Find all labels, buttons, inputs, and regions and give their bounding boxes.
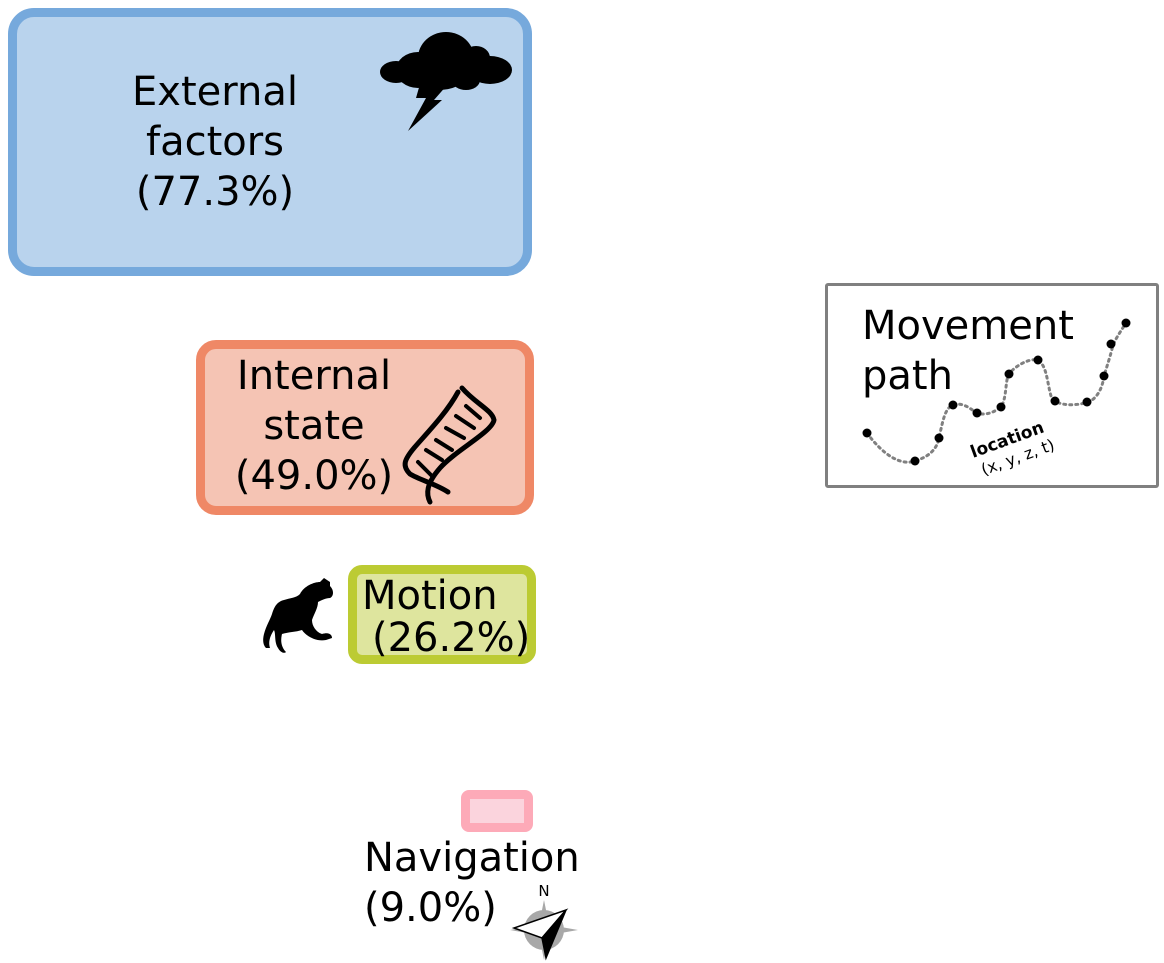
motion-line1: Motion [362, 573, 498, 619]
navigation-line1: Navigation [364, 835, 580, 881]
movement-path-line2: path [862, 353, 953, 399]
motion-box [348, 565, 536, 664]
internal-state-percent: (49.0%) [234, 453, 394, 499]
internal-state-label: Internal state (49.0%) [225, 351, 403, 501]
dna-icon [402, 385, 497, 505]
external-factors-line2: factors [145, 119, 285, 165]
storm-cloud-icon [380, 32, 512, 131]
internal-state-box [196, 340, 534, 515]
external-factors-line1: External [132, 69, 298, 115]
external-factors-percent: (77.3%) [135, 169, 295, 215]
movement-path-trajectory: location (x, y, z, t) [862, 318, 1131, 479]
internal-state-line1: Internal [236, 353, 392, 399]
navigation-percent: (9.0%) [364, 885, 497, 931]
external-factors-label: External factors (77.3%) [100, 67, 330, 217]
compass-north-label: N [538, 882, 549, 900]
movement-path-line1: Movement [862, 303, 1074, 349]
internal-state-line2: state [263, 403, 365, 449]
navigation-box [461, 790, 533, 832]
motion-percent: (26.2%) [372, 615, 531, 661]
movement-path-box [825, 283, 1159, 488]
compass-icon: N [510, 882, 578, 961]
horse-icon [263, 578, 333, 653]
